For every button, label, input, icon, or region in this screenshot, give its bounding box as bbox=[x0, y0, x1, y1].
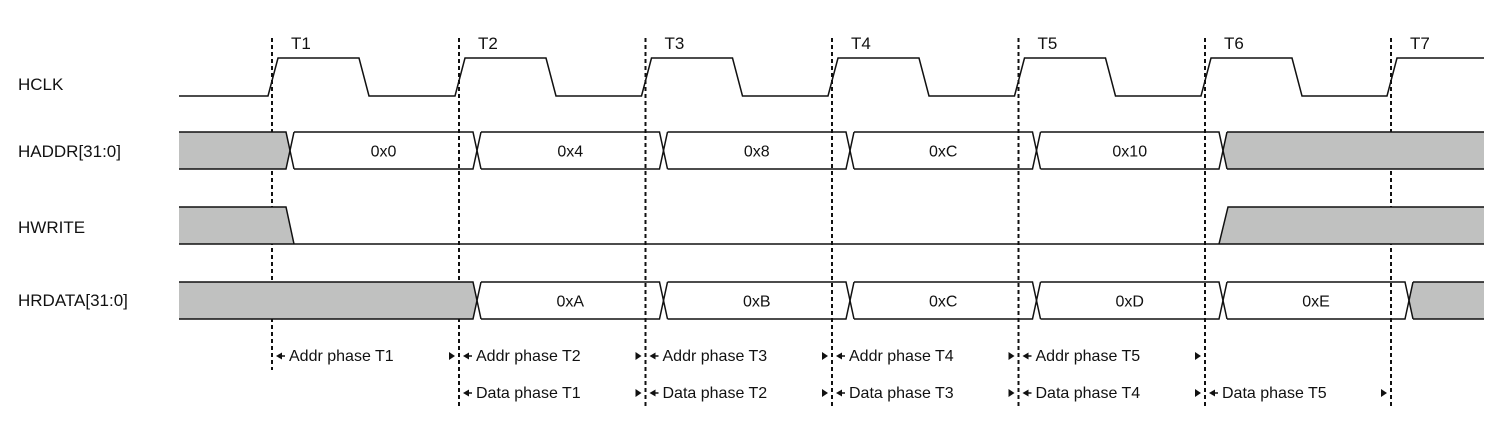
data-phase-left-arrow-icon bbox=[1209, 389, 1215, 397]
signal-label-hwrite: HWRITE bbox=[18, 218, 85, 237]
data-phase-right-arrow-icon bbox=[1008, 389, 1015, 397]
haddr-undefined-region bbox=[1223, 132, 1484, 169]
signal-label-haddr: HADDR[31:0] bbox=[18, 142, 121, 161]
hclk-waveform bbox=[179, 57, 1484, 97]
addr-phase-label: Addr phase T1 bbox=[289, 348, 394, 365]
haddr-value: 0x8 bbox=[744, 144, 770, 161]
hrdata-waveform: 0xA 0xB 0xC 0xD 0xE bbox=[179, 281, 1484, 320]
cycle-label-t6: T6 bbox=[1224, 34, 1244, 53]
cycle-label-t7: T7 bbox=[1410, 34, 1430, 53]
data-phase-left-arrow-icon bbox=[1022, 389, 1029, 397]
data-phase-right-arrow-icon bbox=[1195, 389, 1201, 397]
data-phase-right-arrow-icon bbox=[822, 389, 828, 397]
data-phase-label: Data phase T3 bbox=[849, 385, 954, 402]
addr-phase-right-arrow-icon bbox=[1195, 352, 1201, 360]
addr-phase-label: Addr phase T5 bbox=[1036, 348, 1141, 365]
haddr-trace-bottom bbox=[179, 131, 1484, 170]
haddr-value: 0x10 bbox=[1112, 144, 1147, 161]
data-phase-label: Data phase T2 bbox=[663, 385, 768, 402]
cycle-labels: T1 T2 T3 T4 T5 T6 T7 bbox=[291, 34, 1430, 53]
haddr-value: 0x4 bbox=[557, 144, 583, 161]
hwrite-undefined-region bbox=[179, 207, 294, 244]
addr-phase-right-arrow-icon bbox=[635, 352, 642, 360]
signal-label-hrdata: HRDATA[31:0] bbox=[18, 291, 128, 310]
addr-phase-left-arrow-icon bbox=[463, 352, 469, 360]
addr-phase-right-arrow-icon bbox=[822, 352, 828, 360]
addr-phase-left-arrow-icon bbox=[836, 352, 842, 360]
hwrite-undefined-region bbox=[1219, 207, 1484, 244]
cycle-label-t3: T3 bbox=[665, 34, 685, 53]
addr-phase-left-arrow-icon bbox=[649, 352, 656, 360]
data-phase-label: Data phase T5 bbox=[1222, 385, 1327, 402]
signal-labels: HCLK HADDR[31:0] HWRITE HRDATA[31:0] bbox=[18, 75, 128, 310]
data-phase-left-arrow-icon bbox=[463, 389, 469, 397]
hrdata-value: 0xA bbox=[556, 294, 584, 311]
hrdata-trace-bottom bbox=[179, 281, 1484, 320]
cycle-label-t2: T2 bbox=[478, 34, 498, 53]
haddr-undefined-region bbox=[179, 132, 290, 169]
data-phase-left-arrow-icon bbox=[649, 389, 656, 397]
hrdata-value: 0xC bbox=[929, 294, 957, 311]
hrdata-value: 0xB bbox=[743, 294, 771, 311]
hrdata-undefined-region bbox=[179, 282, 477, 319]
addr-phase-label: Addr phase T2 bbox=[476, 348, 581, 365]
data-phase-label: Data phase T4 bbox=[1036, 385, 1141, 402]
data-phase-right-arrow-icon bbox=[635, 389, 642, 397]
addr-phase-label: Addr phase T4 bbox=[849, 348, 954, 365]
hrdata-undefined-region bbox=[1409, 282, 1484, 319]
data-phase-label: Data phase T1 bbox=[476, 385, 581, 402]
data-phase-right-arrow-icon bbox=[1381, 389, 1387, 397]
hwrite-trace-fall bbox=[179, 206, 295, 245]
addr-phase-left-arrow-icon bbox=[1022, 352, 1029, 360]
haddr-waveform: 0x0 0x4 0x8 0xC 0x10 bbox=[179, 131, 1484, 170]
data-phase-left-arrow-icon bbox=[836, 389, 842, 397]
hclk-trace bbox=[179, 57, 1484, 97]
addr-phase-label: Addr phase T3 bbox=[663, 348, 768, 365]
addr-phase-left-arrow-icon bbox=[276, 352, 282, 360]
cycle-label-t4: T4 bbox=[851, 34, 871, 53]
clock-edge-markers bbox=[271, 38, 1392, 406]
hwrite-waveform bbox=[179, 206, 1484, 245]
addr-phase-right-arrow-icon bbox=[1008, 352, 1015, 360]
addr-phase-right-arrow-icon bbox=[449, 352, 455, 360]
cycle-label-t1: T1 bbox=[291, 34, 311, 53]
hwrite-trace-rise bbox=[1218, 206, 1484, 245]
haddr-value: 0x0 bbox=[371, 144, 397, 161]
hrdata-trace-top bbox=[179, 281, 1484, 320]
haddr-value: 0xC bbox=[929, 144, 957, 161]
hrdata-value: 0xD bbox=[1116, 294, 1144, 311]
cycle-label-t5: T5 bbox=[1038, 34, 1058, 53]
signal-label-hclk: HCLK bbox=[18, 75, 64, 94]
phase-annotations: Addr phase T1 Addr phase T2 Addr phase T3 A… bbox=[276, 348, 1387, 402]
haddr-trace-top bbox=[179, 131, 1484, 170]
hrdata-value: 0xE bbox=[1302, 294, 1330, 311]
